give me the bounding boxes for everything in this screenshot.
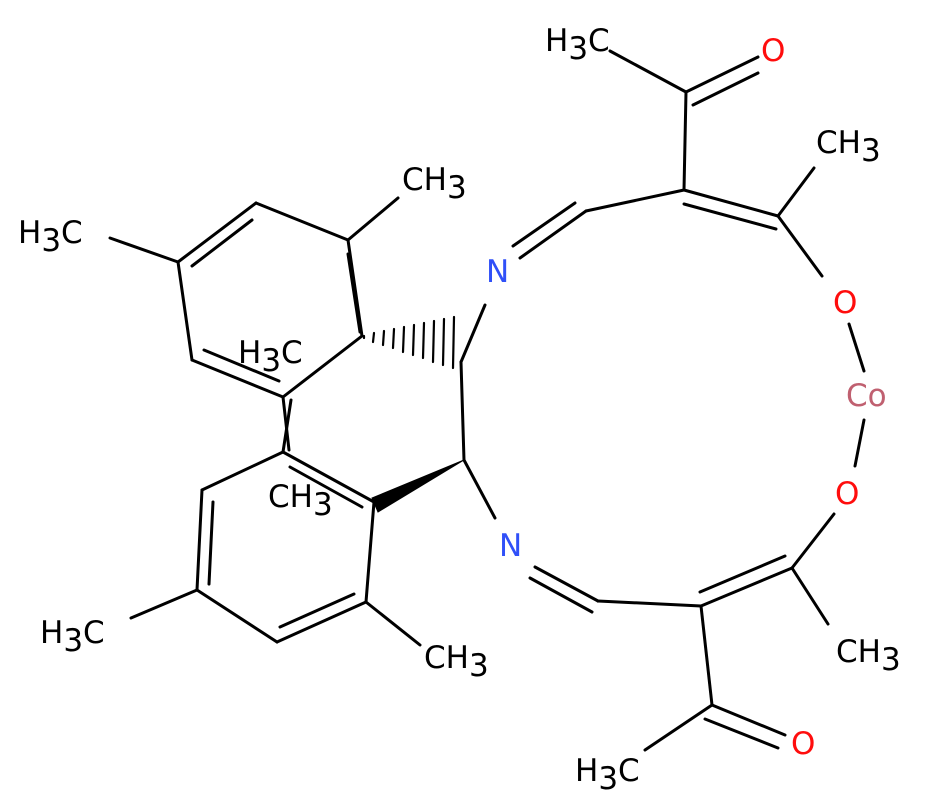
bond (790, 512, 836, 570)
bond (710, 703, 787, 737)
methyl-label: CH3 (816, 125, 881, 169)
bond (847, 322, 866, 373)
bonds (108, 49, 866, 752)
bond (699, 566, 794, 608)
methyl-labels: H3C CH3 CH3 H3C H3C CH3 H3C CH3 CH3 H3C (18, 23, 901, 797)
bond (682, 188, 780, 218)
bond (596, 599, 703, 608)
bond (584, 188, 686, 213)
bond (207, 500, 215, 586)
bond (790, 566, 830, 626)
bond (202, 348, 281, 383)
bond (528, 576, 594, 614)
bond (176, 260, 194, 362)
nitrogen-atom-lower: N (499, 528, 522, 564)
methyl-label: H3C (545, 23, 610, 67)
methyl-label: CH3 (268, 479, 333, 523)
bond (129, 588, 199, 620)
bond (462, 458, 497, 520)
methyl-label: H3C (18, 215, 83, 259)
bond (776, 166, 816, 218)
methyl-label: H3C (238, 335, 303, 379)
bond (608, 49, 688, 94)
bond (190, 358, 285, 399)
methyl-label: CH3 (402, 162, 467, 206)
bond (200, 450, 285, 492)
nitrogen-atom-upper: N (486, 254, 509, 290)
oxygen-atom-upper-enolate: O (833, 285, 857, 321)
bond (698, 554, 787, 594)
bond (275, 600, 368, 644)
methyl-label: H3C (40, 615, 105, 659)
atom-labels: N N O O O O Co (484, 33, 887, 762)
bond (853, 418, 866, 468)
bond (288, 465, 364, 509)
bond (195, 488, 204, 592)
oxygen-atom-upper-ketone: O (761, 33, 785, 69)
bond (691, 71, 760, 107)
bond (346, 196, 400, 242)
bond (195, 588, 279, 644)
solid-wedge-bond (371, 459, 465, 513)
bond (776, 214, 824, 278)
methyl-label: H3C (575, 753, 640, 797)
cobalt-atom: Co (846, 378, 887, 414)
bond (699, 604, 714, 707)
bond (703, 717, 780, 750)
bond (281, 398, 293, 454)
bond (281, 450, 376, 504)
oxygen-atom-lower-ketone: O (791, 726, 815, 762)
bond (278, 592, 356, 629)
bond (190, 218, 254, 268)
bond (511, 201, 577, 248)
bond (346, 252, 362, 334)
bond (176, 201, 258, 264)
bond (684, 55, 760, 94)
bond (364, 600, 422, 647)
oxygen-atom-lower-enolate: O (835, 476, 859, 512)
bond (682, 202, 778, 231)
bond (281, 334, 364, 399)
methyl-label: CH3 (836, 634, 901, 678)
bond (643, 703, 714, 752)
bond (459, 303, 487, 364)
bond (682, 90, 688, 192)
bond (254, 201, 350, 242)
bond (518, 209, 588, 260)
bond (533, 565, 600, 603)
bond (364, 500, 376, 604)
methyl-label: CH3 (424, 640, 489, 684)
hashed-wedge-bond (362, 315, 456, 370)
bond (459, 360, 466, 462)
bond (108, 236, 180, 264)
